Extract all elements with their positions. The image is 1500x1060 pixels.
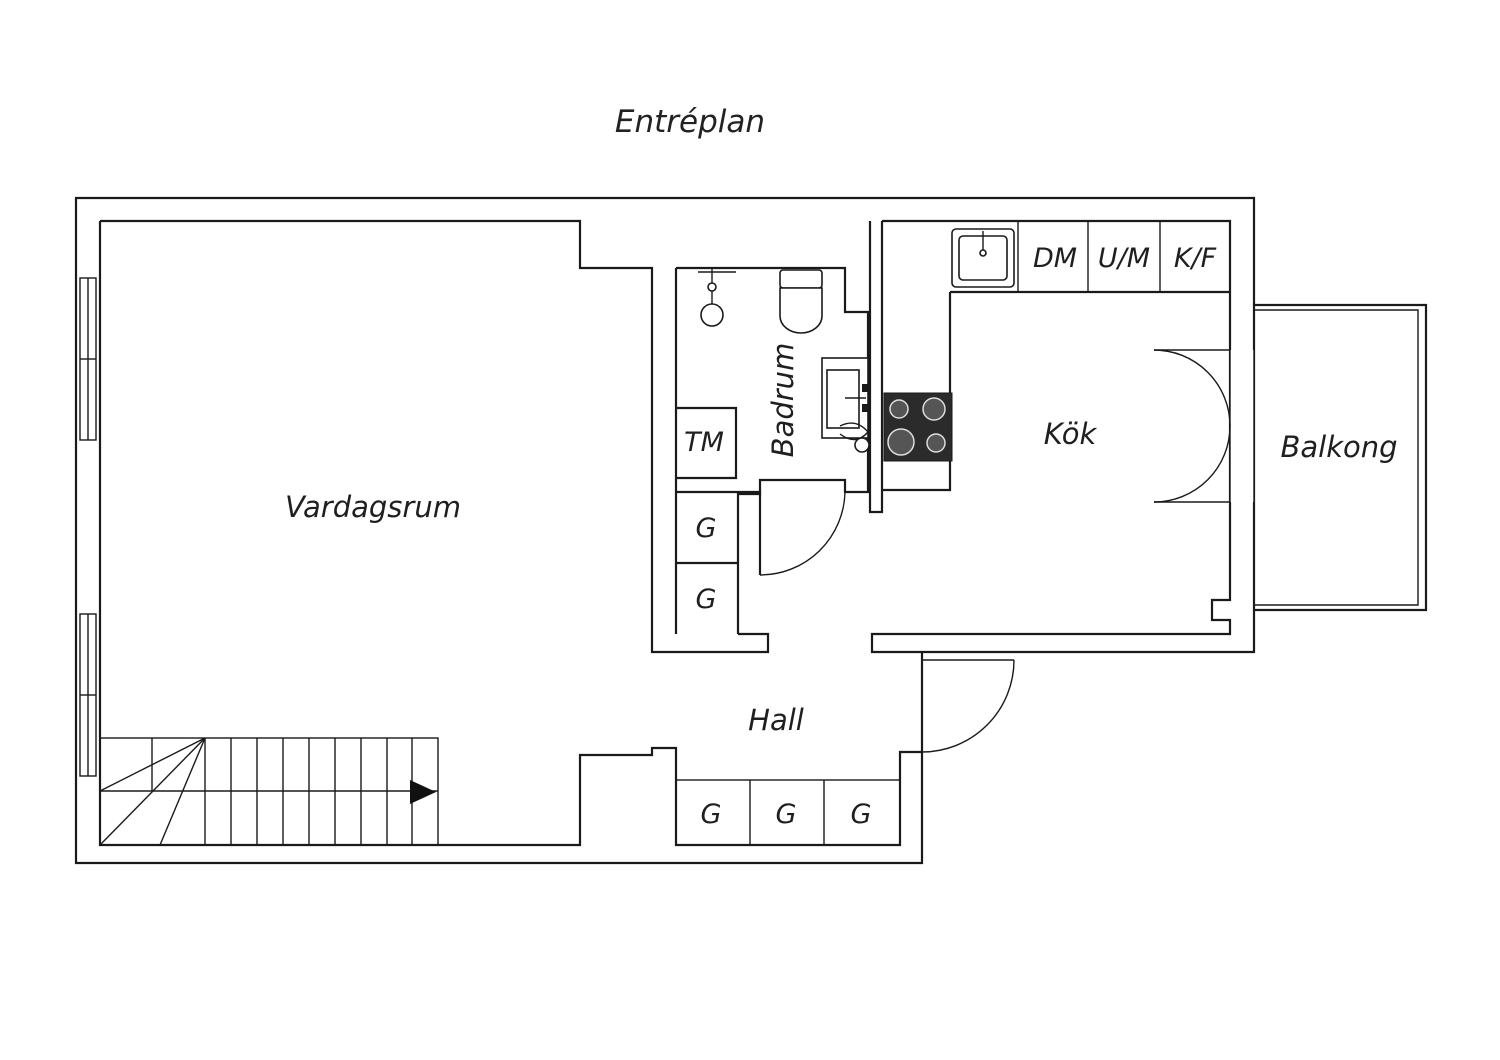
exterior-walls — [74, 196, 1256, 865]
washer-tap-icon — [839, 422, 870, 453]
kitchen-sink-icon — [951, 228, 1015, 288]
room-label-hall: Hall — [748, 703, 804, 737]
wardrobe-label: G — [851, 799, 872, 830]
bathroom-door-swing[interactable] — [759, 491, 846, 576]
stair-direction-arrow — [410, 780, 436, 804]
kitchen-appliance-row — [1017, 221, 1161, 292]
room-label-living: Vardagsrum — [285, 490, 461, 524]
wardrobe-label: G — [776, 799, 797, 830]
fridge-freezer-label: K/F — [1174, 243, 1217, 274]
room-label-balcony: Balkong — [1280, 430, 1397, 464]
balcony-outline — [1254, 303, 1428, 612]
wardrobe-label: G — [701, 799, 722, 830]
oven-microwave-label: U/M — [1098, 243, 1150, 274]
shower-icon — [698, 268, 736, 327]
wardrobe-label: G — [696, 513, 717, 544]
window-left-lower — [79, 613, 97, 777]
toilet-icon — [779, 269, 823, 334]
washing-machine-label: TM — [684, 427, 724, 458]
window-left-upper — [79, 277, 97, 441]
room-label-bathroom: Badrum — [766, 343, 800, 458]
room-label-kitchen: Kök — [1044, 417, 1098, 451]
dishwasher-label: DM — [1033, 243, 1077, 274]
washing-machine-cell — [675, 407, 737, 479]
wardrobe-label: G — [696, 584, 717, 615]
hall-wardrobes — [675, 779, 901, 846]
staircase — [99, 737, 439, 846]
entrance-door-swing[interactable] — [921, 659, 1015, 753]
stove-icon — [883, 392, 953, 462]
balcony-door[interactable] — [1153, 349, 1255, 503]
plan-title: Entréplan — [614, 104, 766, 140]
